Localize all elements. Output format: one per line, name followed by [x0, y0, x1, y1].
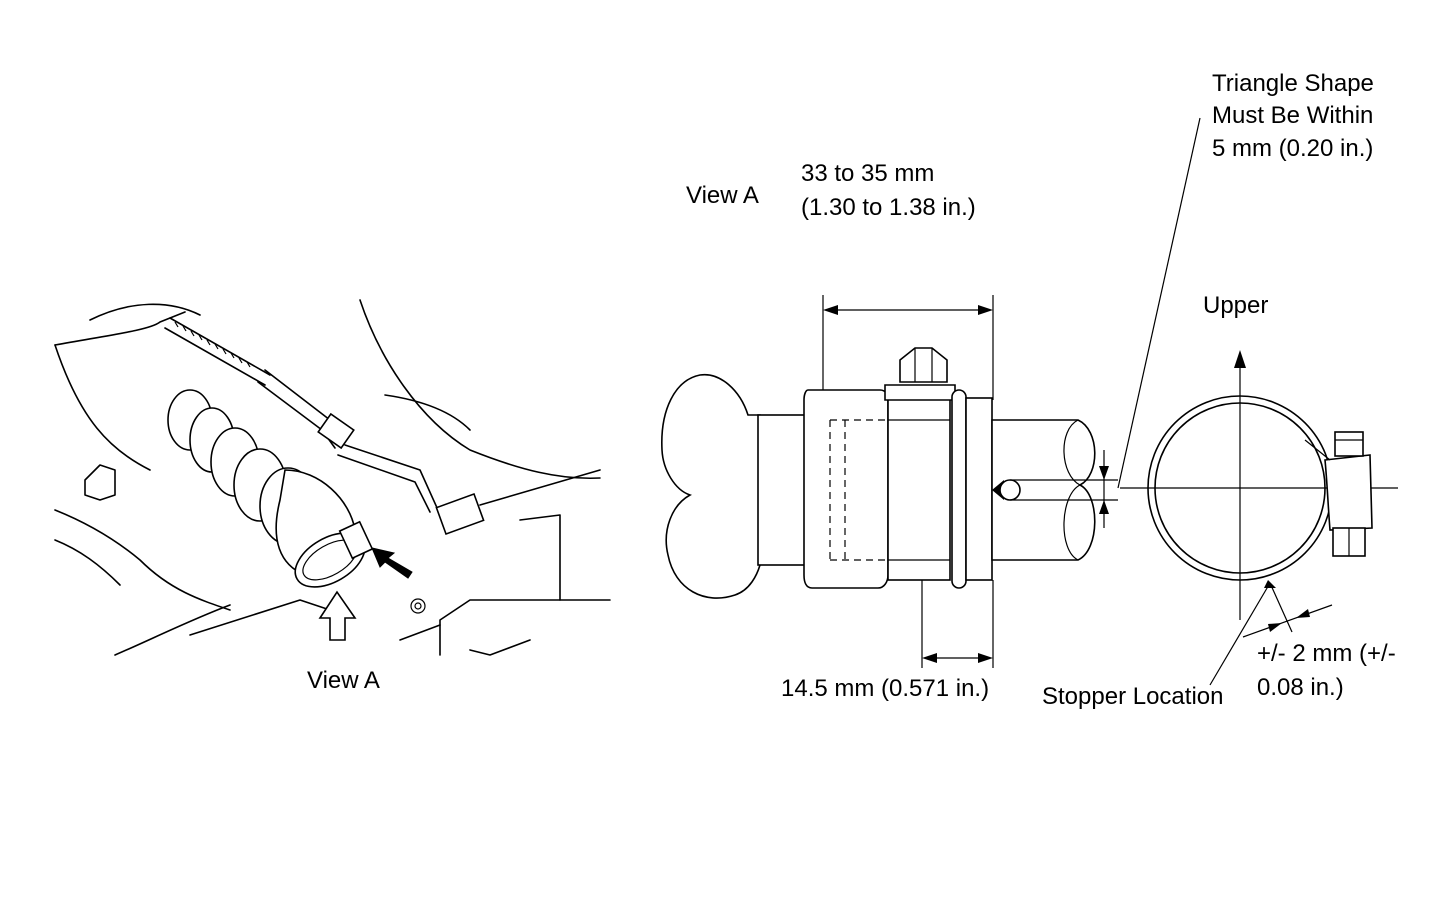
stopper-pin — [999, 479, 1021, 501]
clamp-screw-housing — [338, 520, 374, 560]
body-outline-right — [359, 299, 601, 480]
end-clamp-housing — [1324, 454, 1373, 531]
body-contour — [384, 394, 471, 431]
ring-section — [965, 397, 993, 581]
offset-dimension: 14.5 mm (0.571 in.) — [781, 675, 990, 702]
triangle-note-line-3: 5 mm (0.20 in.) — [1212, 135, 1374, 162]
clamp-inner-circle — [1154, 402, 1326, 574]
lower-right-bracket — [399, 514, 561, 641]
view-a-label-left: View A — [307, 667, 380, 694]
left-illustration — [54, 299, 611, 656]
upper-label: Upper — [1203, 292, 1269, 319]
lower-right-edge — [439, 599, 611, 656]
pipe-1 — [344, 444, 439, 511]
end-view — [1120, 350, 1398, 686]
stopper-location-label: Stopper Location — [1042, 683, 1224, 710]
end-screw-top — [1334, 431, 1364, 457]
body-outline-left — [54, 344, 151, 471]
cable-upper-2 — [164, 327, 266, 386]
ring-groove-1 — [951, 389, 967, 589]
pipe-to-right — [479, 469, 601, 506]
upper-arrow-icon — [1234, 350, 1246, 368]
tolerance-line-2: 0.08 in.) — [1257, 674, 1344, 701]
bolt-hole-inner — [414, 602, 422, 610]
cable-ribs — [174, 321, 251, 368]
body-outline-upper — [89, 303, 201, 321]
lower-right-foot — [469, 639, 531, 656]
clamp-housing — [884, 384, 956, 401]
view-a-title: View A — [686, 182, 759, 209]
lower-contour-2 — [54, 539, 121, 586]
hollow-arrow-icon — [318, 590, 357, 641]
shaft-neck — [757, 414, 811, 566]
lower-bracket — [189, 599, 331, 636]
hex-bolt-left — [84, 464, 116, 501]
pipe-2 — [337, 454, 431, 513]
hose-fitting — [317, 412, 355, 450]
pipe-clip — [435, 492, 485, 536]
shaft-break — [1063, 419, 1082, 561]
tolerance-line — [1242, 604, 1333, 638]
triangle-note-line-2: Must Be Within — [1212, 102, 1374, 129]
clamp-band — [887, 397, 951, 581]
boot-profile — [661, 373, 761, 599]
cable-upper-1 — [169, 317, 271, 376]
bolt-hole — [410, 598, 426, 614]
body-outline-top — [54, 311, 186, 346]
length-dimension-mm: 33 to 35 mm — [801, 160, 935, 187]
triangle-note-leader — [1117, 117, 1201, 489]
side-view — [661, 117, 1201, 668]
tolerance-line-1: +/- 2 mm (+/- — [1257, 640, 1396, 667]
clamp-screw-head — [899, 347, 948, 383]
triangle-note-line-1: Triangle Shape — [1212, 70, 1374, 97]
stopper-leader — [1209, 582, 1271, 686]
length-dimension-in: (1.30 to 1.38 in.) — [801, 194, 976, 221]
lower-contour-3 — [114, 604, 231, 656]
lower-contour-1 — [54, 509, 231, 611]
black-arrow-icon — [371, 547, 413, 579]
